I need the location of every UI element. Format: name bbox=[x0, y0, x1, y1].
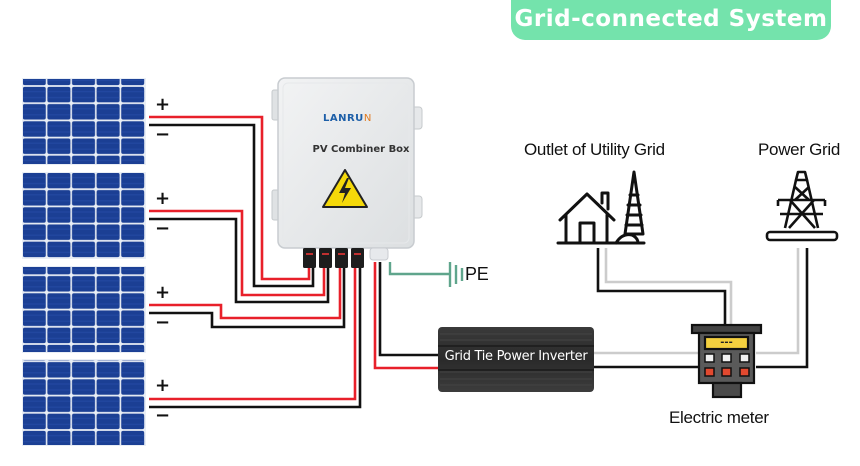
electric-meter-icon bbox=[690, 323, 763, 399]
grid-dark-wire bbox=[756, 248, 809, 369]
panel-3-plus-label: + bbox=[155, 282, 171, 303]
power-grid-label: Power Grid bbox=[758, 140, 841, 159]
panel-1-minus-label: − bbox=[155, 124, 171, 145]
panel-2-plus-label: + bbox=[155, 188, 171, 209]
outlet-light-wire bbox=[604, 248, 733, 325]
combiner-brand-logo: LANRUN bbox=[323, 113, 372, 124]
combiner-box-label: PV Combiner Box bbox=[312, 144, 410, 155]
electric-meter-label: Electric meter bbox=[669, 408, 769, 427]
box-to-inverter-positive-wire bbox=[373, 262, 440, 370]
ground-symbol bbox=[388, 262, 464, 287]
utility-outlet-label: Outlet of Utility Grid bbox=[524, 140, 665, 159]
pe-label: PE bbox=[465, 264, 489, 284]
panel-3-positive-wire bbox=[149, 262, 342, 320]
high-voltage-icon bbox=[322, 169, 368, 208]
brand-accent: N bbox=[363, 113, 372, 124]
panel-2-negative-wire bbox=[149, 217, 330, 304]
panel-2-positive-wire bbox=[149, 209, 326, 297]
solar-panel-1 bbox=[22, 78, 146, 165]
panel-1-positive-wire bbox=[149, 115, 311, 281]
house-tree-icon bbox=[556, 170, 646, 245]
grid-light-wire bbox=[756, 248, 800, 355]
solar-panel-2 bbox=[22, 172, 146, 259]
brand-main: LANRU bbox=[323, 113, 364, 124]
panel-4-positive-wire bbox=[149, 262, 357, 401]
panel-3-minus-label: − bbox=[155, 312, 171, 333]
grid-tie-inverter bbox=[438, 327, 594, 392]
panel-2-minus-label: − bbox=[155, 218, 171, 239]
box-to-inverter-negative-wire bbox=[378, 262, 440, 357]
mc4-connectors bbox=[303, 247, 389, 268]
transmission-tower-icon bbox=[765, 170, 839, 242]
panel-1-plus-label: + bbox=[155, 94, 171, 115]
meter-display: --- bbox=[720, 337, 733, 348]
panel-4-negative-wire bbox=[149, 262, 362, 409]
pv-combiner-box bbox=[271, 77, 423, 268]
panel-4-minus-label: − bbox=[155, 405, 171, 426]
panel-4-plus-label: + bbox=[155, 375, 171, 396]
outlet-dark-wire bbox=[596, 248, 727, 325]
solar-panel-3 bbox=[22, 266, 146, 353]
inverter-label: Grid Tie Power Inverter bbox=[444, 349, 588, 364]
panel-3-negative-wire bbox=[149, 262, 346, 329]
title-badge: Grid-connected System bbox=[511, 0, 831, 40]
solar-panel-4 bbox=[22, 359, 146, 446]
panel-1-negative-wire bbox=[149, 123, 315, 288]
